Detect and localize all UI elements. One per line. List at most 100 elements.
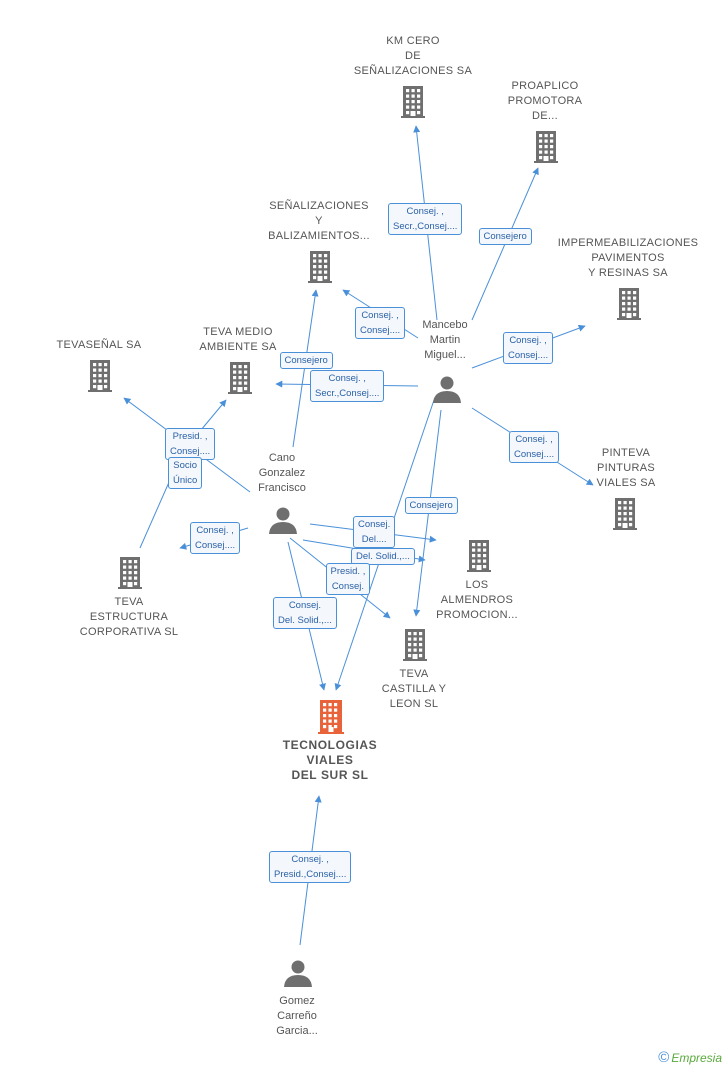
node-label-line: LEON SL bbox=[389, 698, 439, 710]
node-label-line: Cano bbox=[268, 452, 296, 464]
node-label-line: Gomez bbox=[279, 995, 315, 1007]
node-label-line: PAVIMENTOS bbox=[591, 252, 665, 264]
building-icon-senalizaciones[interactable] bbox=[308, 251, 332, 283]
building-icon-tecnologias[interactable] bbox=[318, 700, 344, 734]
building-icon-tevamedio[interactable] bbox=[228, 362, 252, 394]
building-icon-proaplico[interactable] bbox=[534, 131, 558, 163]
building-icon-kmcero[interactable] bbox=[401, 86, 425, 118]
role-badge-line: Consej. bbox=[288, 600, 322, 611]
role-badge-line: Consejero bbox=[284, 355, 328, 366]
node-label-line: CASTILLA Y bbox=[381, 683, 447, 695]
role-badge-line: Del. Solid.,... bbox=[278, 615, 332, 626]
building-icon-tevasenal[interactable] bbox=[88, 360, 112, 392]
role-badge-mancebo-tevamedio[interactable]: Consej. , Secr.,Consej.... bbox=[310, 370, 385, 402]
node-label-line: KM CERO bbox=[386, 35, 440, 47]
role-badge-line: Consej.... bbox=[170, 446, 211, 457]
node-label-line: DE bbox=[405, 50, 421, 62]
role-badge-mancebo-kmcero[interactable]: Consej. , Secr.,Consej.... bbox=[388, 203, 463, 235]
role-badge-line: Secr.,Consej.... bbox=[315, 388, 380, 399]
node-label-line: TEVA bbox=[114, 596, 144, 608]
role-badge-cano-losalmendros[interactable]: Del. Solid.,... bbox=[351, 548, 415, 565]
role-badge-line: Único bbox=[173, 475, 198, 486]
node-label-tevacastilla[interactable]: TEVA CASTILLA Y LEON SL bbox=[339, 667, 489, 712]
node-label-proaplico[interactable]: PROAPLICO PROMOTORA DE... bbox=[470, 79, 620, 124]
node-label-line: LOS bbox=[465, 579, 489, 591]
node-label-line: PROAPLICO bbox=[511, 80, 579, 92]
node-label-line: PROMOCION... bbox=[436, 609, 518, 621]
role-badge-line: Consej. , bbox=[515, 434, 553, 445]
role-badge-mancebo-impermeabilizaciones[interactable]: Consej. ,Consej.... bbox=[503, 332, 554, 364]
role-badge-line: Consej. bbox=[331, 581, 365, 592]
node-label-line: VIALES bbox=[306, 753, 354, 767]
person-icon-mancebo[interactable] bbox=[433, 376, 461, 404]
node-label-line: VIALES SA bbox=[596, 477, 656, 489]
node-label-line: PROMOTORA bbox=[507, 95, 583, 107]
node-label-line: Y RESINAS SA bbox=[588, 267, 668, 279]
node-label-line: Garcia... bbox=[276, 1025, 318, 1037]
role-badge-mancebo-pinteva[interactable]: Consej. , Consej.... bbox=[509, 431, 560, 463]
role-badge-line: Consejero bbox=[483, 231, 527, 242]
role-badge-line: Consej.... bbox=[514, 449, 555, 460]
building-icon-tevacastilla[interactable] bbox=[403, 629, 427, 661]
node-label-line: IMPERMEABILIZACIONES bbox=[557, 237, 699, 249]
role-badge-cano-senalizaciones[interactable]: Consejero bbox=[279, 352, 333, 369]
role-badge-cano-tevasenal[interactable]: Presid. ,Consej.... bbox=[165, 428, 216, 460]
building-icon-pinteva[interactable] bbox=[613, 498, 637, 530]
role-badge-line: Presid.,Consej.... bbox=[274, 869, 347, 880]
node-label-line: ALMENDROS bbox=[440, 594, 514, 606]
building-icon-losalmendros[interactable] bbox=[467, 540, 491, 572]
brand-name: Empresia bbox=[671, 1051, 722, 1065]
role-badge-cano-losalmendros[interactable]: Consej.Del.... bbox=[353, 516, 396, 548]
node-label-line: DEL SUR SL bbox=[291, 768, 369, 782]
person-icon-gomez[interactable] bbox=[284, 960, 312, 988]
role-badge-line: Consej. , bbox=[291, 854, 329, 865]
role-badge-mancebo-proaplico[interactable]: Consejero bbox=[478, 228, 532, 245]
node-label-tevamedio[interactable]: TEVA MEDIO AMBIENTE SA bbox=[163, 325, 313, 355]
node-label-line: Mancebo bbox=[422, 319, 468, 331]
node-label-line: Miguel... bbox=[424, 349, 466, 361]
node-label-line: TEVA MEDIO bbox=[203, 326, 273, 338]
role-badge-line: Consej. , bbox=[361, 310, 399, 321]
role-badge-line: Consej. , bbox=[196, 525, 234, 536]
node-label-line: SEÑALIZACIONES bbox=[269, 200, 369, 212]
role-badge-line: Consej. bbox=[358, 519, 391, 530]
building-icon-impermeabilizaciones[interactable] bbox=[617, 288, 641, 320]
role-badge-gomez-tecnologias[interactable]: Consej. , Presid.,Consej.... bbox=[269, 851, 352, 883]
node-label-line: Carreño bbox=[277, 1010, 317, 1022]
node-label-impermeabilizaciones[interactable]: IMPERMEABILIZACIONES PAVIMENTOS Y RESINAS … bbox=[553, 236, 703, 281]
node-label-line: TEVA bbox=[399, 668, 429, 680]
role-badge-line: Consej.... bbox=[195, 540, 236, 551]
person-icon-cano[interactable] bbox=[269, 507, 297, 535]
role-badge-line: Consej. , bbox=[406, 206, 444, 217]
node-label-losalmendros[interactable]: LOS ALMENDROS PROMOCION... bbox=[402, 578, 552, 623]
node-label-line: AMBIENTE SA bbox=[199, 341, 277, 353]
node-label-line: TECNOLOGIAS bbox=[282, 738, 378, 752]
brand-logo: ©Empresia bbox=[658, 1049, 722, 1066]
role-badge-cano-tecnologias[interactable]: Consej. Del. Solid.,... bbox=[273, 597, 337, 629]
node-label-line: Francisco bbox=[258, 482, 306, 494]
node-label-line: ESTRUCTURA bbox=[89, 611, 169, 623]
copyright-icon: © bbox=[658, 1049, 670, 1066]
role-badge-line: Consej. , bbox=[328, 373, 366, 384]
role-badge-line: Del. Solid.,... bbox=[356, 551, 410, 562]
building-icon-tevaestructura[interactable] bbox=[118, 557, 142, 589]
role-badge-mancebo-senalizaciones[interactable]: Consej. , Consej.... bbox=[355, 307, 406, 339]
role-badge-line: Consej.... bbox=[360, 325, 401, 336]
node-label-tevasenal[interactable]: TEVASEÑAL SA bbox=[24, 338, 174, 353]
role-badge-cano-tevaestructura[interactable]: Consej. , Consej.... bbox=[190, 522, 241, 554]
role-badge-line: Socio bbox=[173, 460, 198, 471]
role-badge-line: Secr.,Consej.... bbox=[393, 221, 458, 232]
role-badge-mancebo-tevacastilla[interactable]: Consejero bbox=[404, 497, 458, 514]
role-badge-cano-tevacastilla[interactable]: Presid. ,Consej. bbox=[325, 563, 371, 595]
node-label-line: DE... bbox=[532, 110, 558, 122]
node-label-line: PINTURAS bbox=[596, 462, 656, 474]
